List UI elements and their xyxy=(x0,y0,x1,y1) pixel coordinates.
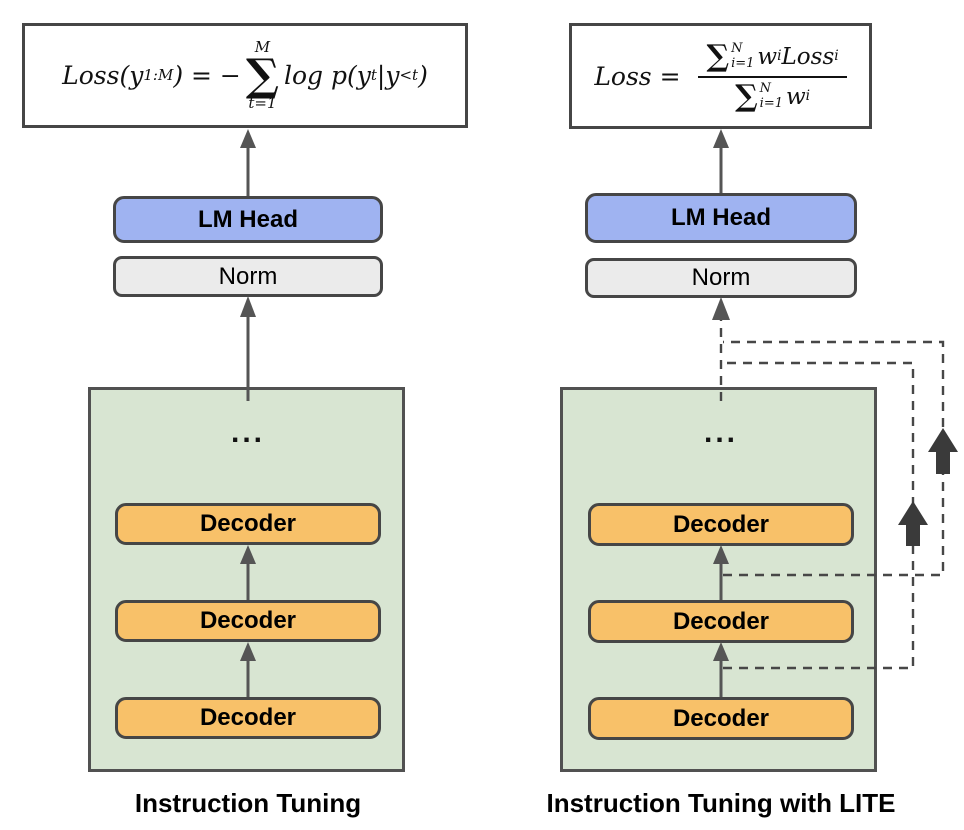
formula-fragment: i xyxy=(777,48,782,65)
summation-symbol: ∑ N i=1 xyxy=(735,79,783,114)
formula-fragment: Loss = xyxy=(594,61,689,91)
norm-box-right: Norm xyxy=(585,258,857,298)
formula-fragment: w xyxy=(785,84,806,110)
lm-head-label: LM Head xyxy=(197,205,298,233)
summation-symbol: ∑ N i=1 xyxy=(706,39,755,74)
formula-fragment: <t xyxy=(399,66,419,84)
norm-box-left: Norm xyxy=(113,256,383,297)
formula-fragment: N xyxy=(731,41,743,57)
decoder-label: Decoder xyxy=(672,510,770,538)
decoder-box-right-top: Decoder xyxy=(588,503,854,546)
formula-fragment: w xyxy=(757,44,778,70)
ellipsis-text: ... xyxy=(703,416,738,449)
block-up-arrow-inner xyxy=(898,501,928,546)
formula-fragment: i xyxy=(834,48,839,65)
decoder-box-left-top: Decoder xyxy=(115,503,381,545)
block-up-arrow-outer xyxy=(928,428,958,474)
lm-head-box-right: LM Head xyxy=(585,193,857,243)
lm-head-label: LM Head xyxy=(670,204,771,231)
formula-fragment: Loss(y xyxy=(62,61,144,90)
panel-title-text: Instruction Tuning xyxy=(134,788,362,818)
formula-fragment: i=1 xyxy=(731,56,755,71)
decoder-label: Decoder xyxy=(199,607,297,634)
decoder-box-left-bottom: Decoder xyxy=(115,697,381,739)
arrow-body-to-norm-left xyxy=(240,296,256,401)
norm-label: Norm xyxy=(218,262,278,290)
ellipsis-left: ... xyxy=(88,418,408,448)
decoder-label: Decoder xyxy=(672,704,770,732)
ellipsis-text: ... xyxy=(230,416,265,449)
formula-fragment: t=1 xyxy=(248,94,277,113)
lm-head-box-left: LM Head xyxy=(113,196,383,243)
norm-label: Norm xyxy=(691,264,751,291)
formula-fragment: ) = − xyxy=(173,61,241,90)
decoder-box-left-middle: Decoder xyxy=(115,600,381,642)
decoder-box-right-middle: Decoder xyxy=(588,600,854,643)
formula-fragment: M xyxy=(254,37,271,56)
arrow-lmhead-to-loss-right xyxy=(713,129,729,193)
dashed-arrow-body-to-norm-right xyxy=(712,297,730,401)
summation-symbol: M ∑ t=1 xyxy=(245,37,279,113)
decoder-box-right-bottom: Decoder xyxy=(588,697,854,740)
formula-fragment: 1:M xyxy=(143,66,174,84)
decoder-label: Decoder xyxy=(672,607,770,635)
formula-fragment: ) xyxy=(418,61,428,90)
arrow-lmhead-to-loss-left xyxy=(240,129,256,196)
sigma-glyph: ∑ xyxy=(706,39,730,74)
formula-fragment: i=1 xyxy=(759,96,783,111)
sigma-glyph: ∑ xyxy=(735,79,758,114)
formula-fragment: log p(y xyxy=(284,61,371,90)
formula-fragment: i xyxy=(805,88,811,105)
panel-title-left: Instruction Tuning xyxy=(28,788,468,819)
sigma-glyph: ∑ xyxy=(245,49,279,101)
formula-fragment: t xyxy=(370,66,377,84)
panel-title-text: Instruction Tuning with LITE xyxy=(546,788,896,818)
panel-title-right: Instruction Tuning with LITE xyxy=(521,788,921,819)
decoder-label: Decoder xyxy=(199,704,297,731)
ellipsis-right: ... xyxy=(561,418,881,448)
decoder-label: Decoder xyxy=(199,510,297,537)
formula-fragment: |y xyxy=(376,61,400,90)
formula-fragment: N xyxy=(759,81,772,97)
formula-fragment: Loss xyxy=(781,44,835,70)
